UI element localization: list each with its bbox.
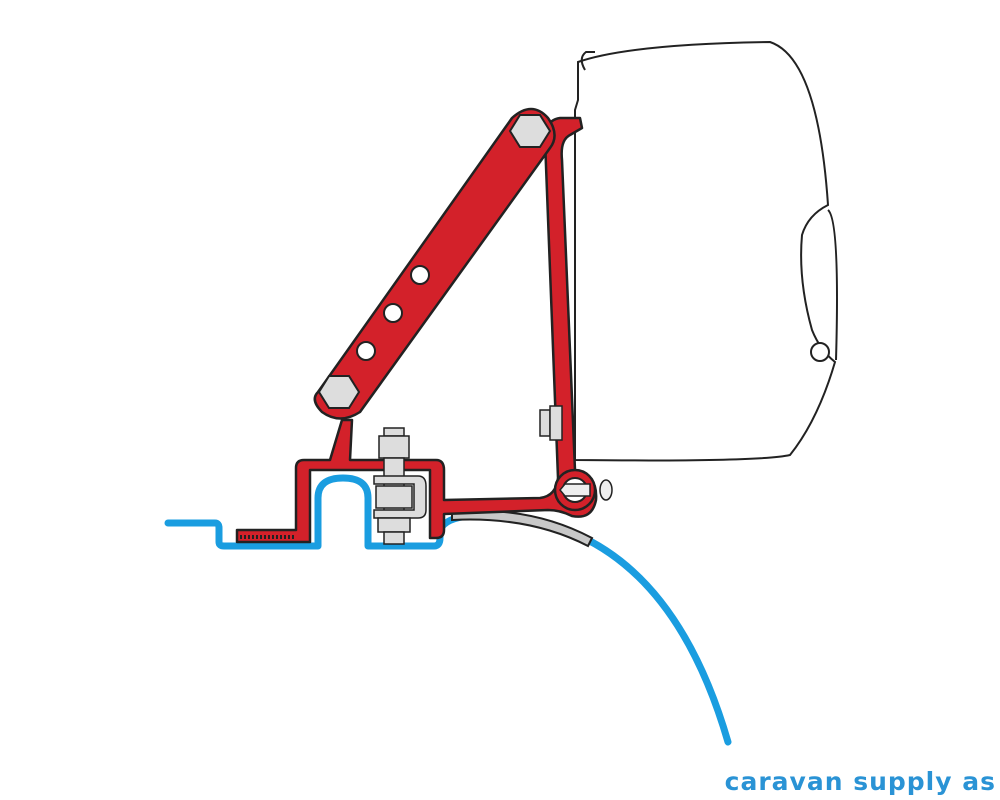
awning-hook: [580, 51, 595, 71]
pivot-cap: [599, 479, 613, 501]
awning-housing: [574, 40, 837, 462]
hex-bolt-bottom: [317, 375, 361, 409]
hex-bolt-top: [508, 114, 552, 148]
pivot-pin: [559, 483, 591, 497]
arm-hole: [383, 303, 403, 323]
bracket-diagonal-arm: [313, 107, 556, 420]
awning-groove: [810, 342, 830, 362]
mounting-bolt: [373, 427, 427, 545]
arm-hole: [410, 265, 430, 285]
arm-hole: [356, 341, 376, 361]
vehicle-roof-profile: [164, 474, 732, 746]
awning-front-lip: [827, 209, 838, 361]
awning-screw: [539, 405, 563, 441]
caravan-supply-logo: caravan supply as: [724, 767, 996, 796]
